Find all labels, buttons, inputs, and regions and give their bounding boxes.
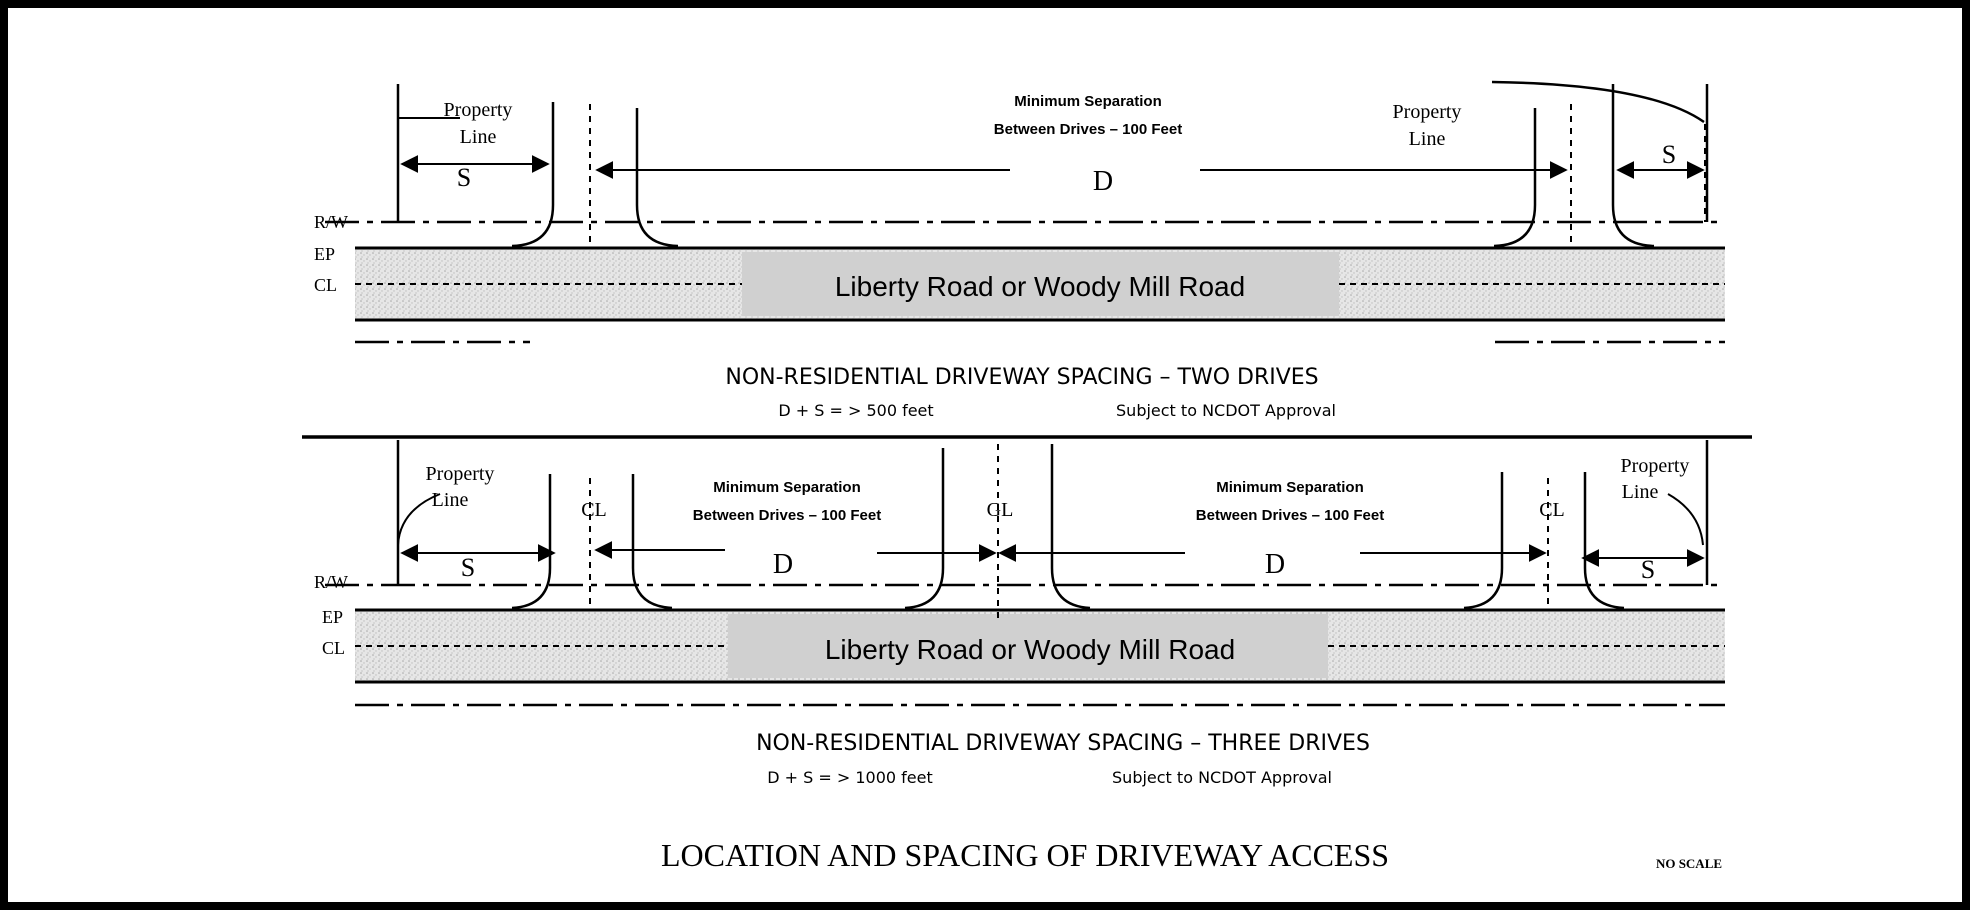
top-property-line-right-1: Property <box>1393 101 1462 123</box>
top-drive-left-edge-2 <box>635 108 679 248</box>
bottom-heading: NON-RESIDENTIAL DRIVEWAY SPACING – THREE… <box>756 731 1370 756</box>
top-drive-left-edge-1 <box>511 102 555 248</box>
top-drive-right-edge-2 <box>1611 84 1655 248</box>
bottom-road-label: Liberty Road or Woody Mill Road <box>825 634 1235 665</box>
bottom-min-sep-1-line2: Between Drives – 100 Feet <box>693 507 881 524</box>
bottom-min-sep-1-line1: Minimum Separation <box>713 479 861 496</box>
bottom-approval: Subject to NCDOT Approval <box>1112 768 1332 787</box>
bottom-panel: Property Line Property Line Minimum Sepa… <box>314 440 1725 787</box>
top-property-line-left-2: Line <box>460 126 497 148</box>
top-approval: Subject to NCDOT Approval <box>1116 401 1336 420</box>
bottom-drive2-edge-1 <box>904 448 945 610</box>
top-drive-right-edge-1 <box>1493 108 1537 248</box>
bottom-ep-label: EP <box>322 607 343 627</box>
bottom-drive2-edge-2 <box>1050 444 1091 610</box>
top-min-sep-1: Minimum Separation <box>1014 93 1162 110</box>
bottom-cl-1-label: CL <box>581 499 607 521</box>
bottom-property-line-right-2: Line <box>1622 481 1659 503</box>
top-formula: D + S = > 500 feet <box>778 401 933 420</box>
top-d-label: D <box>1093 166 1113 197</box>
bottom-drive3-edge-1 <box>1463 472 1504 610</box>
bottom-d2-label: D <box>1265 549 1285 580</box>
no-scale-note: NO SCALE <box>1656 856 1722 871</box>
bottom-d1-label: D <box>773 549 793 580</box>
top-rw-label: R/W <box>314 212 348 232</box>
top-min-sep-2: Between Drives – 100 Feet <box>994 121 1182 138</box>
top-property-line-right-2: Line <box>1409 128 1446 150</box>
bottom-property-curve-right <box>1667 493 1704 546</box>
bottom-gl-label: GL <box>987 499 1014 521</box>
bottom-property-curve-left <box>397 493 441 546</box>
bottom-drive1-edge-1 <box>511 474 552 610</box>
top-property-line-left-1: Property <box>444 99 513 121</box>
bottom-property-line-right-1: Property <box>1621 455 1690 477</box>
bottom-s-left-label: S <box>461 553 475 582</box>
bottom-cl-label: CL <box>322 638 345 658</box>
drawing-title: LOCATION AND SPACING OF DRIVEWAY ACCESS <box>661 837 1389 873</box>
top-s-right-label: S <box>1662 140 1676 169</box>
bottom-cl-2-label: CL <box>1539 499 1565 521</box>
bottom-s-right-label: S <box>1641 555 1655 584</box>
top-ep-label: EP <box>314 244 335 264</box>
bottom-property-line-left-2: Line <box>432 489 469 511</box>
top-heading: NON-RESIDENTIAL DRIVEWAY SPACING – TWO D… <box>725 365 1318 390</box>
bottom-road-label-box <box>728 614 1328 678</box>
bottom-min-sep-2-line2: Between Drives – 100 Feet <box>1196 507 1384 524</box>
top-road-label: Liberty Road or Woody Mill Road <box>835 271 1245 302</box>
bottom-drive3-edge-2 <box>1583 472 1625 610</box>
top-property-curve-right <box>1491 80 1705 124</box>
top-s-left-label: S <box>457 163 471 192</box>
bottom-rw-label: R/W <box>314 572 348 592</box>
bottom-drive1-edge-2 <box>631 474 673 610</box>
bottom-min-sep-2-line1: Minimum Separation <box>1216 479 1364 496</box>
bottom-property-line-left-1: Property <box>426 463 495 485</box>
top-panel: Property Line Property Line Minimum Sepa… <box>314 80 1725 420</box>
bottom-formula: D + S = > 1000 feet <box>767 768 933 787</box>
top-road-label-box <box>742 252 1339 316</box>
top-cl-label: CL <box>314 275 337 295</box>
